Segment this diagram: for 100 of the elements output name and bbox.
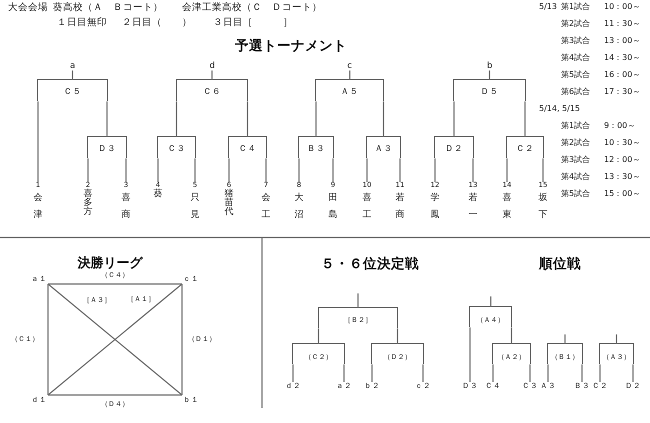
bracket-line [469,327,471,382]
bracket-line [396,328,398,344]
team-name: 喜東 [502,192,512,222]
bracket-line [472,158,474,182]
bracket [298,136,334,158]
bracket-line [332,158,334,182]
bracket-line [37,101,39,182]
match-code: Ｃ６ [202,88,221,97]
bracket [292,343,345,364]
schedule-date: 5/13 [539,3,557,11]
league-line [181,284,183,395]
bracket-line [211,70,213,80]
match-number: 第6試合 [561,88,590,96]
bracket [599,343,634,364]
bracket [371,343,424,364]
bracket [176,79,248,102]
bracket-line [547,364,549,382]
bracket-line [529,364,531,382]
team-name: 喜商 [122,192,130,222]
team-name: 坂下 [538,192,548,222]
start-time: 14：30～ [604,54,640,62]
section-title: 予選トーナメント [235,40,347,54]
bracket-line [422,364,424,382]
bracket-line [157,158,159,182]
match-code: Ｃ４ [238,145,256,154]
bracket-line [246,101,248,136]
start-time: 13：30～ [604,173,640,181]
match-number: 第2試合 [561,139,590,147]
bracket-line [632,364,634,382]
bracket-line [106,101,108,136]
bracket [228,136,267,158]
bracket-line [382,101,384,136]
match-number: 第4試合 [561,173,590,181]
section-title: 順位戦 [539,258,581,272]
bracket [37,79,108,102]
bracket-line [176,101,178,136]
start-time: 10：00～ [604,3,640,11]
start-time: 15：00～ [604,190,640,198]
bracket [366,136,401,158]
bracket-line [349,70,350,80]
header-text: 大会会場 [8,3,48,12]
team-name: 只見 [190,192,200,222]
bracket-line [506,158,508,182]
team-name: 田島 [328,192,338,222]
bracket [318,307,398,328]
match-number: 第5試合 [561,71,590,79]
bracket-line [125,158,127,182]
match-code: Ａ３ [374,145,392,154]
league-line [48,283,182,285]
league-line [48,394,182,396]
match-number: 第1試合 [561,3,590,11]
bracket-line [87,158,89,182]
start-time: 11：30～ [604,20,640,28]
bracket-line [399,158,401,182]
bracket [315,79,384,102]
bracket [469,306,512,328]
team-name: 会工 [262,192,270,222]
bracket-line [292,364,294,382]
bracket-line [366,158,368,182]
diagonal-cross [47,283,183,396]
match-number: 第3試合 [561,37,590,45]
group-letter: a [70,62,76,70]
header-text: 会津工業高校（Ｃ Ｄコート） [182,3,322,12]
start-time: 10：30～ [604,139,640,147]
note-text: ２日目（ ） [122,18,192,28]
team-name: 葵 [154,190,162,199]
bracket-line [343,364,345,382]
match-code: Ｄ５ [480,88,498,97]
start-time: 12：00～ [604,156,640,164]
start-time: 9：00～ [604,122,636,130]
bracket [87,136,127,158]
match-code: Ｄ３ [98,145,116,154]
bracket [506,136,544,158]
bracket-line [357,293,359,308]
bracket-line [488,70,490,80]
note-text: １日目無印 [57,18,107,28]
team-name: 喜工 [362,192,372,222]
note-text: ３日目［ ］ [213,18,293,28]
match-code: Ｃ３ [167,145,186,154]
bracket-line [453,101,455,136]
bracket-line [371,364,373,382]
bracket-line [490,296,492,306]
bracket-line [194,158,196,182]
match-number: 第4試合 [561,54,590,62]
bracket-line [298,158,300,182]
bracket-line [265,158,267,182]
team-name: 会津 [34,192,42,222]
bracket [492,343,531,364]
bracket-line [228,158,230,182]
match-code: Ｃ２ [516,145,534,154]
bracket-line [492,364,494,382]
start-time: 13：00～ [604,37,640,45]
match-code: Ｂ３ [306,145,325,154]
match-number: 第3試合 [561,156,590,164]
section-title: ５・６位決定戦 [321,258,419,272]
bracket-line [524,101,526,136]
team-name: 若商 [396,192,404,222]
bracket-line [315,101,317,136]
bracket-line [318,328,320,344]
league-line [47,284,49,395]
